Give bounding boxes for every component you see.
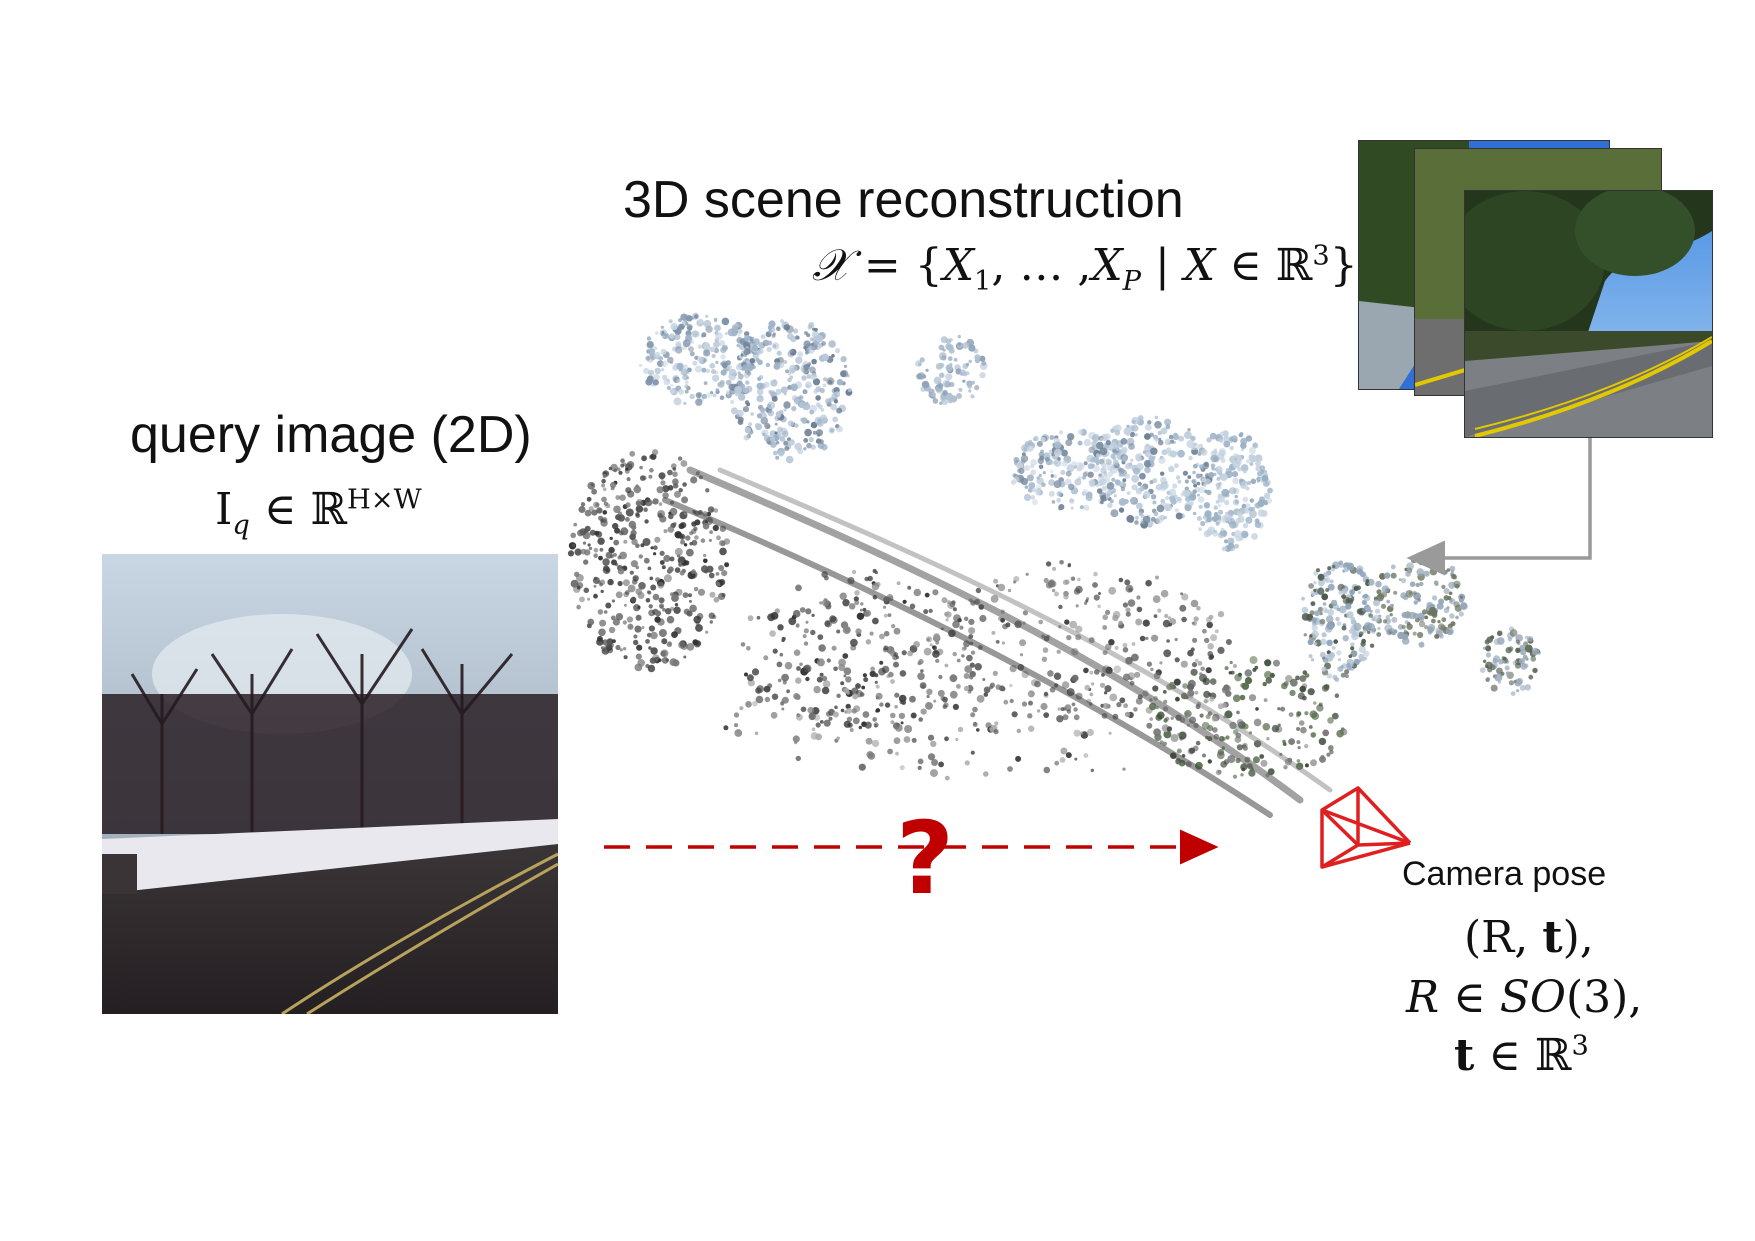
pose-line-3: t ∈ ℝ3 — [1454, 1030, 1589, 1081]
camera-pose-caption: Camera pose — [1402, 855, 1607, 893]
pose-line1-open: (R, — [1464, 912, 1529, 963]
pose-line1-close: ), — [1562, 912, 1594, 963]
pose-line3-in: ∈ — [1488, 1030, 1521, 1081]
query-formula: Iq ∈ ℝH×W — [215, 484, 422, 541]
question-mark: ? — [896, 800, 955, 917]
road-tracks — [662, 466, 1333, 818]
query-space: ℝ — [310, 484, 348, 535]
pose-line3-space: ℝ — [1534, 1030, 1572, 1081]
query-subscript: q — [232, 509, 250, 541]
pose-line2-r: R — [1406, 972, 1440, 1023]
pose-line2-so: SO — [1499, 972, 1566, 1023]
pose-line-1: (R, t), — [1464, 912, 1594, 963]
pose-line3-exp: 3 — [1571, 1030, 1589, 1062]
scene-space: ℝ — [1275, 240, 1313, 291]
query-superscript: H×W — [347, 484, 422, 516]
pose-line3-t: t — [1454, 1030, 1475, 1081]
query-title: query image (2D) — [130, 406, 532, 464]
scene-dots: , … , — [991, 240, 1092, 291]
scene-xp: X — [1091, 240, 1123, 291]
scene-x1-sub: 1 — [974, 265, 992, 297]
query-symbol: I — [215, 484, 233, 535]
scene-exp: 3 — [1312, 240, 1330, 272]
reference-image-3 — [1464, 190, 1713, 438]
scene-xp-sub: P — [1122, 265, 1142, 297]
pose-line2-tail: (3), — [1565, 972, 1643, 1023]
scene-x1: X — [942, 240, 975, 291]
query-image — [102, 554, 558, 1014]
scene-set-symbol: 𝒳 — [812, 240, 850, 291]
scene-bar: | — [1155, 240, 1170, 291]
query-in: ∈ — [263, 484, 297, 535]
pose-line-2: R ∈ SO(3), — [1406, 972, 1642, 1023]
scene-formula: 𝒳 = {X1, … ,XP | X ∈ ℝ3} — [812, 240, 1358, 297]
scene-title: 3D scene reconstruction — [623, 171, 1184, 229]
scene-x: X — [1183, 240, 1216, 291]
camera-frustum-icon — [1320, 786, 1412, 869]
scene-eq: = { — [863, 240, 943, 291]
scene-in: ∈ — [1229, 240, 1262, 291]
scene-close: } — [1329, 240, 1358, 291]
pose-line2-in: ∈ — [1453, 972, 1486, 1023]
connector-arrow — [1406, 438, 1592, 576]
pose-line1-t: t — [1542, 912, 1563, 963]
